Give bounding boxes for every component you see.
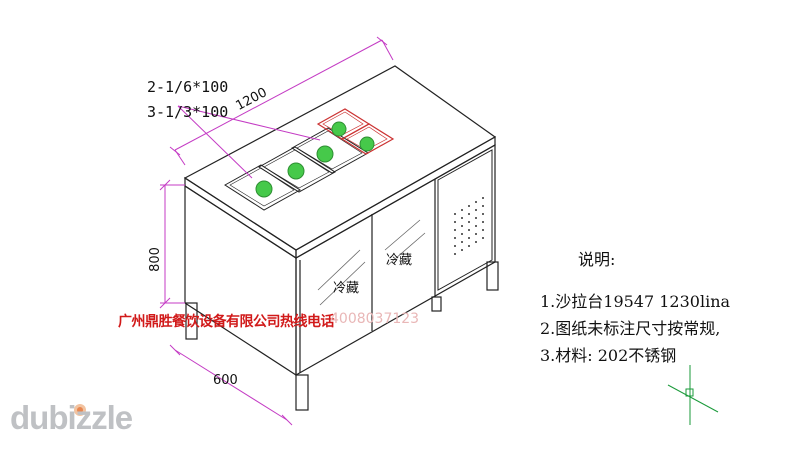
leader-line: [177, 105, 321, 141]
pan-marker: [331, 121, 347, 137]
compartment-label-left: 冷藏: [333, 281, 360, 296]
company-name: 广州鼎胜餐饮设备有限公司热线电话: [118, 314, 335, 330]
compressor-panel: [437, 149, 493, 291]
notes-title: 说明:: [578, 250, 616, 269]
pan-marker: [255, 180, 273, 198]
leg-back-right: [486, 261, 499, 291]
dubizzle-flame-icon: [74, 404, 86, 416]
compartment-label-right: 冷藏: [386, 253, 413, 268]
notes-item: 1.沙拉台19547 1230lina: [540, 292, 731, 311]
tabletop-front-edge: [184, 176, 297, 260]
pan-marker: [316, 145, 334, 163]
leg-front-right: [295, 374, 309, 411]
pan-spec-third: 3-1/3*100: [147, 103, 229, 121]
vent-grille: [454, 197, 484, 255]
dimension-height-label: 800: [147, 247, 163, 272]
dimension-depth-line: [174, 349, 288, 421]
dubizzle-logo: dubizzle: [10, 399, 133, 436]
dimension-length-line: [174, 39, 383, 151]
pan-marker: [359, 136, 375, 152]
company-phone: 4008037123: [330, 311, 420, 327]
leg-mid: [431, 296, 442, 312]
notes-item: 3.材料: 202不锈钢: [540, 346, 677, 365]
pan-third-2: [258, 146, 336, 193]
dimension-depth-label: 600: [213, 373, 238, 388]
pan-marker: [287, 162, 305, 180]
leg-front-left: [185, 302, 198, 340]
pan-sixth-2: [340, 123, 395, 155]
leader-line: [177, 105, 253, 179]
notes-item: 2.图纸未标注尺寸按常规,: [540, 319, 721, 338]
pan-third-1: [224, 164, 301, 211]
pan-spec-sixth: 2-1/6*100: [147, 78, 229, 96]
